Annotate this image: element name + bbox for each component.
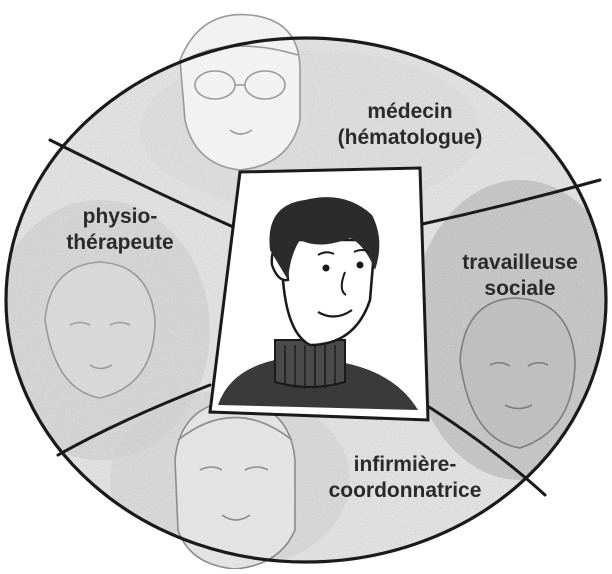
role-label-medecin-line2: (hématologue) xyxy=(300,125,520,151)
patient-portrait xyxy=(210,168,428,420)
role-label-physio-line1: physio- xyxy=(40,204,200,230)
role-label-medecin-line1: médecin xyxy=(300,99,520,125)
role-label-physio: physio- thérapeute xyxy=(40,204,200,256)
role-label-travailleuse-line1: travailleuse xyxy=(435,250,605,276)
role-label-infirmiere-line2: coordonnatrice xyxy=(300,478,510,504)
role-label-physio-line2: thérapeute xyxy=(40,230,200,256)
role-label-travailleuse-line2: sociale xyxy=(435,276,605,302)
role-label-travailleuse: travailleuse sociale xyxy=(435,250,605,302)
role-label-infirmiere-line1: infirmière- xyxy=(300,452,510,478)
role-label-infirmiere: infirmière- coordonnatrice xyxy=(300,452,510,504)
role-label-medecin: médecin (hématologue) xyxy=(300,99,520,151)
